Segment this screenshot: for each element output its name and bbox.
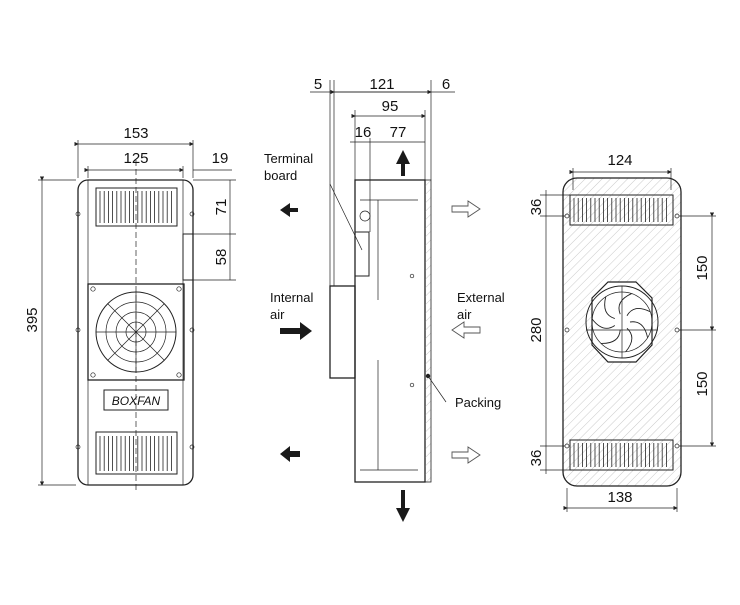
dim-front-125: 125 <box>123 150 148 167</box>
rear-top-louver <box>569 194 674 226</box>
internal-air-label-1: Internal <box>270 290 313 305</box>
terminal-board-label-1: Terminal <box>264 151 313 166</box>
terminal-board-shape <box>354 231 370 277</box>
fan-blade <box>626 308 651 316</box>
dim-front-395: 395 <box>24 307 41 332</box>
fan-blade <box>601 329 621 344</box>
rear-fan <box>585 281 659 363</box>
side-body <box>354 179 426 483</box>
fan-blade <box>604 296 615 319</box>
arrow-out-top-left-icon <box>280 203 298 217</box>
brand-text: BOXFAN <box>112 394 161 408</box>
external-air-label-1: External <box>457 290 505 305</box>
dim-side-6: 6 <box>442 76 450 93</box>
dim-side-77: 77 <box>390 124 407 141</box>
terminal-board-label-2: board <box>264 168 297 183</box>
dim-rear-124: 124 <box>607 152 632 169</box>
dim-side-121: 121 <box>369 76 394 93</box>
dim-front-58: 58 <box>213 249 230 266</box>
internal-air-label-2: air <box>270 307 285 322</box>
arrow-down-icon <box>396 490 410 522</box>
dim-side-16: 16 <box>355 124 372 141</box>
dim-side-5: 5 <box>314 76 322 93</box>
fan-blade <box>629 321 649 338</box>
dim-front-19: 19 <box>212 150 229 167</box>
dim-rear-36-bottom: 36 <box>528 450 545 467</box>
fan-blade <box>625 327 633 353</box>
arrow-out-top-right-icon <box>451 200 481 218</box>
front-top-louver <box>95 187 178 227</box>
fan-blade <box>618 293 632 315</box>
dim-rear-150-upper: 150 <box>694 255 711 280</box>
airflow-arrows <box>280 150 481 522</box>
front-bottom-louver <box>95 431 178 475</box>
arrow-in-external-icon <box>451 321 481 339</box>
dim-rear-138: 138 <box>607 489 632 506</box>
dim-side-95: 95 <box>382 98 399 115</box>
dim-front-71: 71 <box>213 199 230 216</box>
dim-rear-280: 280 <box>528 317 545 342</box>
dim-rear-36-top: 36 <box>528 199 545 216</box>
arrow-out-bottom-right-icon <box>451 446 481 464</box>
arrow-up-icon <box>396 150 410 176</box>
arrow-in-internal-icon <box>280 322 312 340</box>
external-air-label-2: air <box>457 307 472 322</box>
dim-front-153: 153 <box>123 125 148 142</box>
rear-view: 124 138 36 280 36 150 150 <box>528 152 716 512</box>
side-internal-duct <box>329 285 356 379</box>
front-housing <box>77 179 194 486</box>
front-terminal-box <box>182 233 194 281</box>
arrow-out-bottom-left-icon <box>280 446 300 462</box>
packing-label: Packing <box>455 395 501 410</box>
dim-rear-150-lower: 150 <box>694 371 711 396</box>
side-view: 5 121 6 95 16 77 Terminal board Internal… <box>264 76 505 522</box>
side-flange <box>424 179 432 483</box>
rear-bottom-louver <box>569 439 674 471</box>
front-view: BOXFAN 153 125 19 395 71 <box>24 125 236 490</box>
fan-blade <box>591 318 616 329</box>
